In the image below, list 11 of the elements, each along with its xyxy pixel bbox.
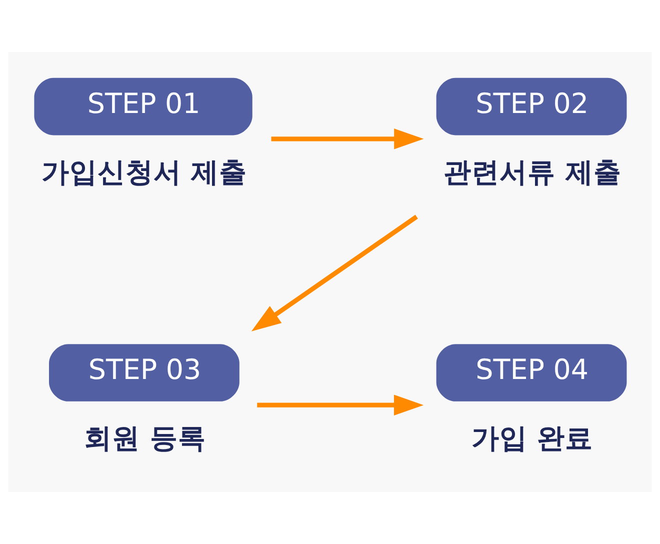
- node-label: 가입신청서 제출: [42, 155, 248, 188]
- arrow: [251, 214, 418, 332]
- node-label: 가입 완료: [471, 422, 594, 455]
- node-box: STEP 02: [436, 78, 627, 136]
- arrow: [271, 128, 424, 150]
- node-box: STEP 04: [436, 344, 627, 402]
- node-box: STEP 03: [49, 344, 240, 402]
- node-box: STEP 01: [34, 78, 252, 136]
- arrow: [257, 394, 424, 416]
- node-label: 관련서류 제출: [444, 155, 622, 188]
- node-label: 회원 등록: [84, 422, 206, 455]
